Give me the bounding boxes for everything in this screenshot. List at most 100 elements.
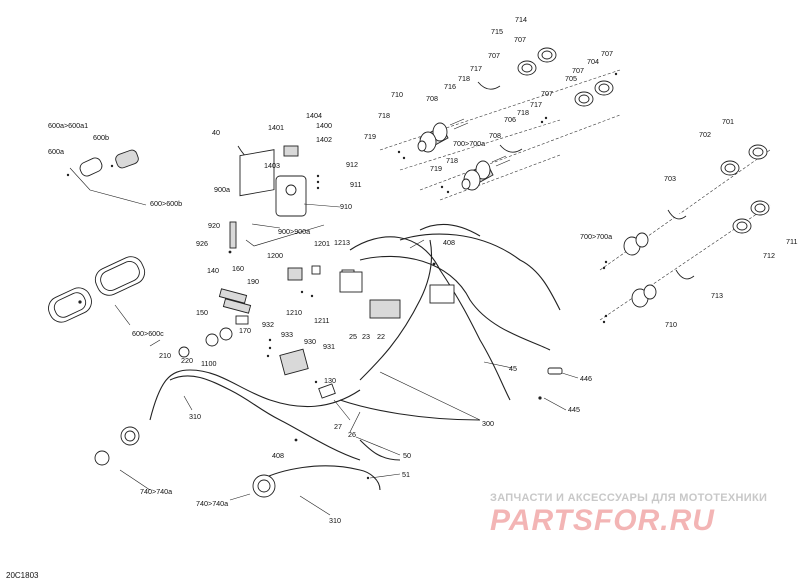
callout-1210: 1210 bbox=[286, 308, 302, 317]
callout-310: 310 bbox=[189, 412, 201, 421]
clip-703 bbox=[667, 209, 687, 220]
callout-932: 932 bbox=[262, 320, 274, 329]
callout-911: 911 bbox=[350, 180, 361, 189]
callout-920: 920 bbox=[208, 221, 220, 230]
relay-1400 bbox=[283, 145, 299, 157]
clip-713 bbox=[675, 269, 695, 280]
regulator-group bbox=[266, 338, 318, 384]
callout-701: 701 bbox=[722, 117, 734, 126]
callout-600a1: 600a>600a1 bbox=[48, 121, 88, 130]
callout-712: 712 bbox=[763, 251, 775, 260]
callout-707: 707 bbox=[488, 51, 500, 60]
module-900 bbox=[239, 149, 275, 197]
connector-cluster-25 bbox=[369, 299, 401, 319]
connector-210 bbox=[178, 346, 190, 358]
diagram-code: 20C1803 bbox=[6, 571, 39, 580]
sensor-446 bbox=[547, 367, 563, 375]
callout-445: 445 bbox=[568, 405, 580, 414]
callout-718: 718 bbox=[378, 111, 390, 120]
callout-600b: 600b bbox=[93, 133, 109, 142]
callout-719: 719 bbox=[364, 132, 376, 141]
callout-45: 45 bbox=[509, 364, 517, 373]
callout-26: 26 bbox=[348, 430, 356, 439]
callout-718: 718 bbox=[446, 156, 458, 165]
callout-900a: 900a bbox=[214, 185, 230, 194]
cover-600a1 bbox=[79, 157, 103, 177]
watermark-logo: PARTSFOR.RU bbox=[490, 504, 715, 537]
callout-51: 51 bbox=[402, 470, 410, 479]
callout-718: 718 bbox=[458, 74, 470, 83]
callout-170: 170 bbox=[239, 326, 251, 335]
callout-1201: 1201 bbox=[314, 239, 330, 248]
fuse-170 bbox=[235, 315, 249, 325]
callout-140: 140 bbox=[207, 266, 219, 275]
gauge-740-b bbox=[94, 450, 110, 466]
fuse-block-140 bbox=[218, 288, 248, 304]
cover-600b bbox=[115, 149, 139, 169]
callout-25: 25 bbox=[349, 332, 357, 341]
callout-710: 710 bbox=[391, 90, 403, 99]
callout-703: 703 bbox=[664, 174, 676, 183]
callout-408: 408 bbox=[272, 451, 284, 460]
callout-707: 707 bbox=[541, 89, 553, 98]
callout-716: 716 bbox=[444, 82, 456, 91]
callout-718: 718 bbox=[517, 108, 529, 117]
cover-600-group bbox=[48, 149, 147, 326]
callout-210: 210 bbox=[159, 351, 171, 360]
callout-715: 715 bbox=[491, 27, 503, 36]
relay-1200 bbox=[287, 267, 303, 281]
headlight-assembly-top bbox=[379, 47, 621, 201]
callout-220: 220 bbox=[181, 356, 193, 365]
fuse-group bbox=[178, 288, 252, 358]
callout-labels: 714 715 707 707 707 704 707 705 717 718 … bbox=[48, 15, 797, 525]
callout-1402: 1402 bbox=[316, 135, 332, 144]
callout-717: 717 bbox=[470, 64, 482, 73]
connector-220 bbox=[205, 333, 219, 347]
regulator-930 bbox=[279, 348, 309, 376]
callout-23: 23 bbox=[362, 332, 370, 341]
callout-50: 50 bbox=[403, 451, 411, 460]
callout-130: 130 bbox=[324, 376, 336, 385]
leader-lines bbox=[119, 203, 579, 516]
callout-1213: 1213 bbox=[334, 238, 350, 247]
callout-27: 27 bbox=[334, 422, 342, 431]
callout-408: 408 bbox=[443, 238, 455, 247]
callout-600-600c: 600>600c bbox=[132, 329, 164, 338]
callout-1403: 1403 bbox=[264, 161, 280, 170]
callout-22: 22 bbox=[377, 332, 385, 341]
relay-1201 bbox=[311, 265, 321, 275]
callout-160: 160 bbox=[232, 264, 244, 273]
callout-190: 190 bbox=[247, 277, 259, 286]
callout-740-740a: 740>740a bbox=[140, 487, 172, 496]
callout-740-740a: 740>740a bbox=[196, 499, 228, 508]
callout-708: 708 bbox=[426, 94, 438, 103]
callout-714: 714 bbox=[515, 15, 527, 24]
callout-1401: 1401 bbox=[268, 123, 284, 132]
callout-713: 713 bbox=[711, 291, 723, 300]
callout-1200: 1200 bbox=[267, 251, 283, 260]
callout-710: 710 bbox=[665, 320, 677, 329]
callout-1400: 1400 bbox=[316, 121, 332, 130]
bracket-910 bbox=[275, 175, 307, 217]
callout-719: 719 bbox=[430, 164, 442, 173]
callout-900-900a: 900>900a bbox=[278, 227, 310, 236]
callout-910: 910 bbox=[340, 202, 352, 211]
callout-150: 150 bbox=[196, 308, 208, 317]
callout-926: 926 bbox=[196, 239, 208, 248]
connector-23 bbox=[339, 271, 363, 293]
strip-920 bbox=[229, 221, 237, 249]
callout-1100: 1100 bbox=[201, 359, 216, 368]
callout-706: 706 bbox=[504, 115, 516, 124]
headlight-assembly-right bbox=[599, 144, 771, 324]
callout-707: 707 bbox=[514, 35, 526, 44]
callout-700: 700>700a bbox=[580, 232, 612, 241]
callout-912: 912 bbox=[346, 160, 358, 169]
callout-930: 930 bbox=[304, 337, 316, 346]
callout-707: 707 bbox=[572, 66, 584, 75]
callout-1211: 1211 bbox=[314, 316, 329, 325]
clip-716 bbox=[477, 81, 501, 90]
callout-600a: 600a bbox=[48, 147, 64, 156]
callout-708: 708 bbox=[489, 131, 501, 140]
callout-931: 931 bbox=[323, 342, 335, 351]
